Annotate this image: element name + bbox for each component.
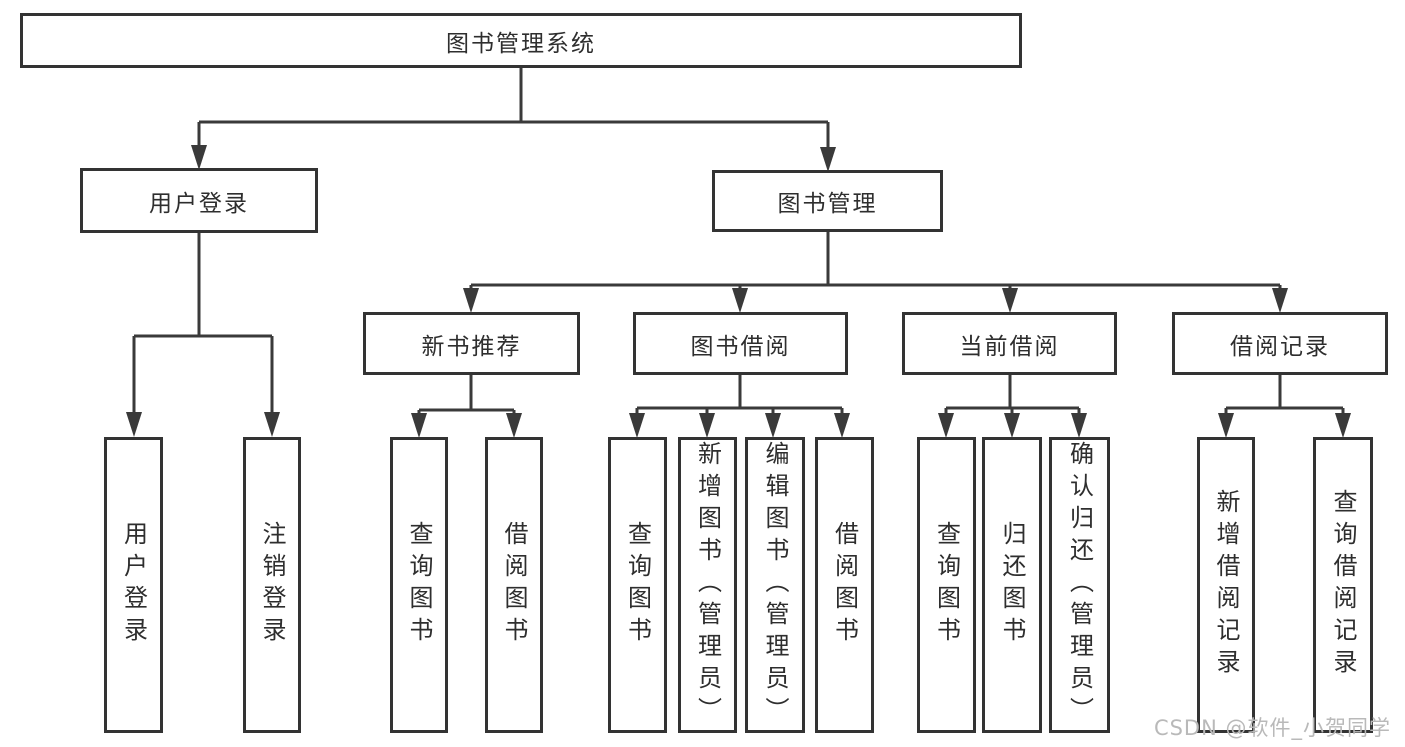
node-label: 图书借阅	[690, 333, 791, 360]
leaf-label: 注销登录	[258, 521, 286, 649]
leaf-label: 借阅图书	[500, 521, 528, 649]
leaf-borrow-books: 借阅图书	[815, 437, 874, 733]
node-current-borrowing: 当前借阅	[902, 312, 1117, 375]
leaf-label: 编辑图书（管理员）	[761, 441, 789, 729]
node-root-system: 图书管理系统	[20, 13, 1022, 68]
leaf-label: 查询图书	[405, 521, 433, 649]
leaf-confirm-return-admin: 确认归还（管理员）	[1049, 437, 1110, 733]
node-book-borrowing: 图书借阅	[633, 312, 848, 375]
leaf-edit-books-admin: 编辑图书（管理员）	[745, 437, 805, 733]
leaf-borrow-books-recommend: 借阅图书	[485, 437, 543, 733]
leaf-return-books: 归还图书	[982, 437, 1042, 733]
arrowheads	[126, 145, 1351, 438]
leaf-label: 查询借阅记录	[1329, 489, 1357, 681]
node-label: 新书推荐	[421, 333, 522, 360]
node-new-book-recommend: 新书推荐	[363, 312, 580, 375]
leaf-add-borrow-record: 新增借阅记录	[1197, 437, 1255, 733]
node-borrow-records: 借阅记录	[1172, 312, 1388, 375]
node-user-login-module: 用户登录	[80, 168, 318, 233]
node-label: 图书管理系统	[446, 30, 596, 57]
node-label: 用户登录	[149, 190, 249, 217]
leaf-label: 查询图书	[932, 521, 961, 649]
node-book-management-module: 图书管理	[712, 170, 943, 232]
node-label: 当前借阅	[959, 333, 1060, 360]
leaf-label: 归还图书	[998, 521, 1026, 649]
leaf-user-login: 用户登录	[104, 437, 163, 733]
leaf-query-borrow-record: 查询借阅记录	[1313, 437, 1373, 733]
leaf-logout: 注销登录	[243, 437, 301, 733]
csdn-watermark: CSDN @软件_小贺同学	[1153, 716, 1391, 740]
leaf-query-books-borrowing: 查询图书	[608, 437, 667, 733]
leaf-label: 借阅图书	[830, 521, 859, 649]
leaf-label: 查询图书	[623, 521, 652, 649]
leaf-label: 确认归还（管理员）	[1065, 441, 1094, 729]
leaf-add-books-admin: 新增图书（管理员）	[678, 437, 737, 733]
leaf-query-books-recommend: 查询图书	[390, 437, 448, 733]
leaf-label: 新增借阅记录	[1212, 489, 1240, 681]
node-label: 图书管理	[777, 191, 878, 217]
node-label: 借阅记录	[1230, 333, 1330, 360]
leaf-label: 新增图书（管理员）	[693, 441, 722, 729]
leaf-query-books-current: 查询图书	[917, 437, 976, 733]
leaf-label: 用户登录	[119, 521, 148, 649]
